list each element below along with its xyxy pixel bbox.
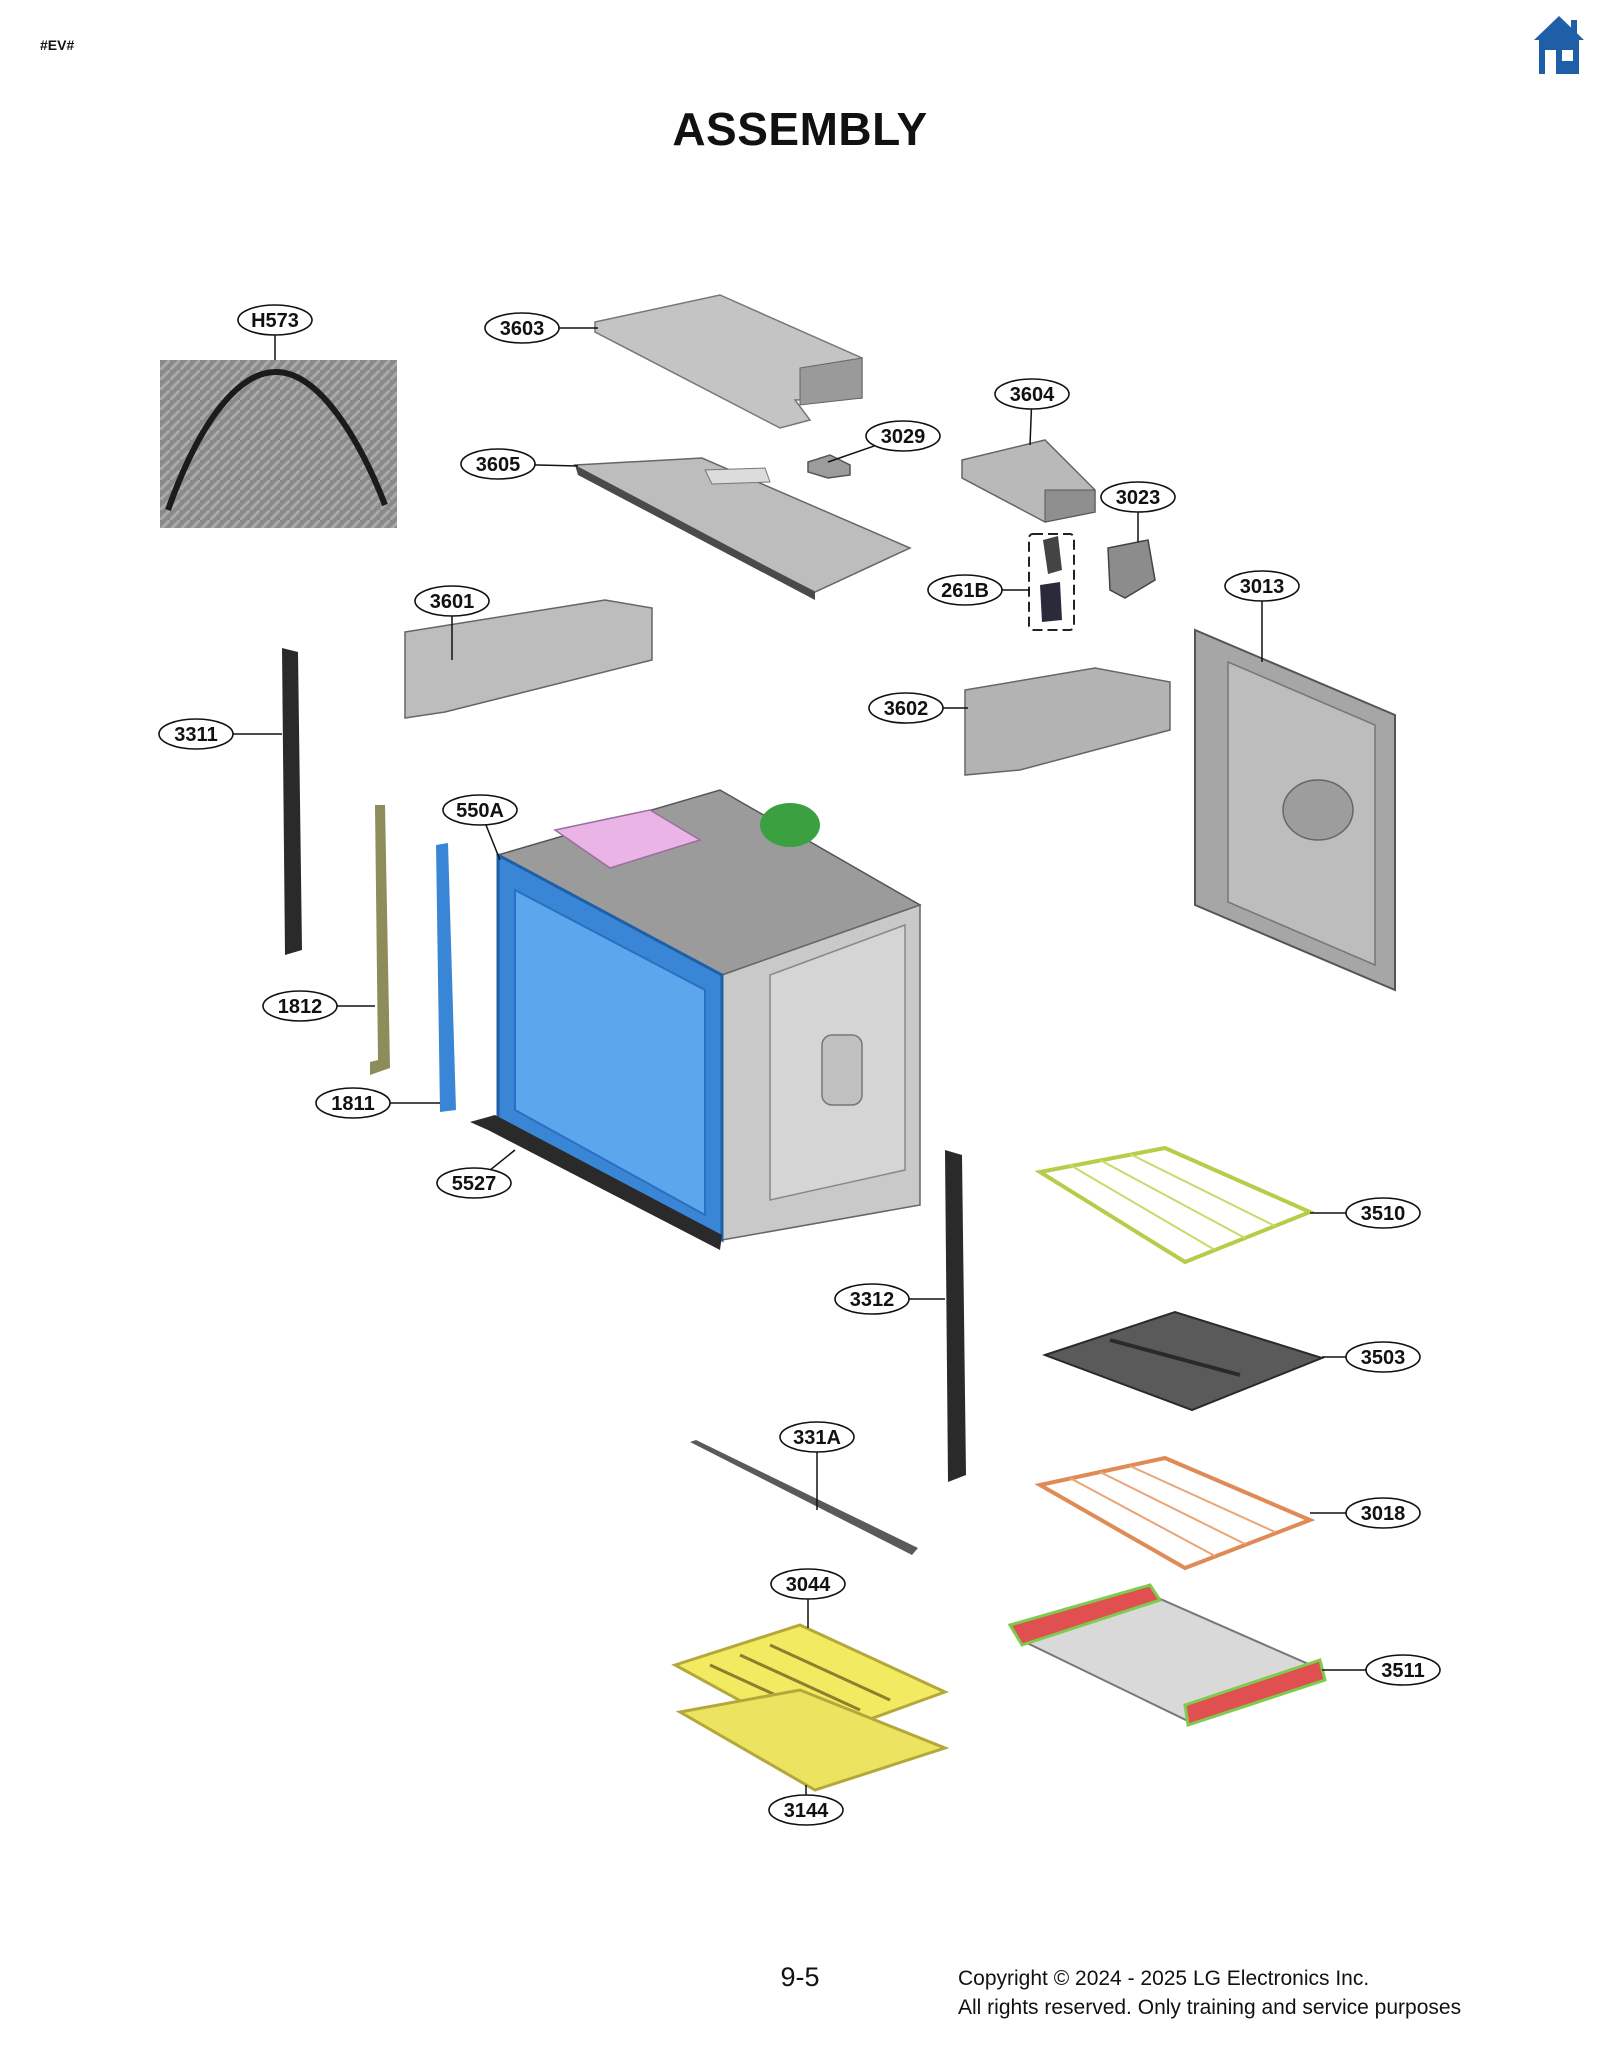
part-3511-slide-rack [1007,1583,1327,1727]
callout-bubble [315,1087,391,1119]
callout-label: 3018 [1361,1503,1406,1525]
callout-label: 3013 [1240,576,1285,598]
callout-label: 3603 [500,318,545,340]
copyright-line-2: All rights reserved. Only training and s… [958,1996,1462,2019]
callout-bubble [770,1568,846,1600]
part-1811-rail [436,843,456,1112]
callout-3603: 3603 [484,312,598,344]
callout-3018: 3018 [1310,1497,1421,1529]
callout-label: 3023 [1116,487,1161,509]
callout-label: 3601 [430,591,475,613]
callout-bubble [865,420,941,452]
callout-bubble [158,718,234,750]
callout-3602: 3602 [868,692,968,724]
callout-3023: 3023 [1100,481,1176,542]
callout-bubble [1224,570,1300,602]
part-3604-box [961,439,1096,523]
callout-3510: 3510 [1310,1197,1421,1229]
callout-bubble [779,1421,855,1453]
callout-3503: 3503 [1322,1341,1421,1373]
callout-label: 3312 [850,1289,895,1311]
home-icon[interactable] [1533,14,1585,76]
callout-bubble [1100,481,1176,513]
part-3503-tray [1041,1310,1325,1412]
callout-bubble [414,585,490,617]
callout-bubble [237,304,313,336]
callout-bubble [1365,1654,1441,1686]
callouts-layer: H573 3603 3604 3029 3605 3023 261B 3013 3601 3602… [158,304,1441,1826]
part-3603-top-cover [594,294,863,429]
document-code: #EV# [40,37,75,53]
callout-label: 5527 [452,1173,497,1195]
callout-3604: 3604 [994,378,1070,446]
page-number: 9-5 [780,1962,820,1992]
callout-label: 1811 [331,1093,374,1115]
callout-label: 3511 [1381,1660,1424,1682]
callout-label: 3029 [881,426,926,448]
callout-331a: 331A [779,1421,855,1510]
callout-bubble [1345,1497,1421,1529]
callout-h573: H573 [237,304,313,360]
callout-label: 3510 [1361,1203,1406,1225]
part-3602-panel [964,667,1171,776]
callout-label: 3311 [174,724,217,746]
callout-bubble [442,794,518,826]
part-550a-oven-cavity [470,789,922,1250]
callout-bubble [994,378,1070,410]
callout-label: 3503 [1361,1347,1406,1369]
part-3018-rack [1034,1455,1316,1571]
part-3510-rack [1034,1145,1316,1265]
callout-bubble [834,1283,910,1315]
copyright-line-1: Copyright © 2024 - 2025 LG Electronics I… [958,1967,1370,1990]
callout-label: 3604 [1010,384,1055,406]
callout-3044: 3044 [770,1568,846,1628]
callout-label: 261B [941,580,989,602]
callout-label: 3044 [786,1574,831,1596]
callout-label: 3144 [784,1800,829,1822]
callout-label: 1812 [278,996,323,1018]
callout-bubble [1345,1341,1421,1373]
callout-label: 3605 [476,454,521,476]
callout-5527: 5527 [436,1149,516,1199]
part-h573-harness [160,360,397,528]
callout-1812: 1812 [262,990,375,1022]
part-3601-panel [404,599,653,719]
callout-3013: 3013 [1224,570,1300,662]
callout-bubble [436,1167,512,1199]
part-1812-rail [370,805,390,1075]
callout-bubble [1345,1197,1421,1229]
part-3013-back-panel [1194,628,1396,992]
part-3029-bracket [807,454,851,479]
part-261b-clips [1028,533,1075,631]
callout-261b: 261B [927,574,1029,606]
page-title: ASSEMBLY [672,103,928,155]
callout-3601: 3601 [414,585,490,660]
callout-3144: 3144 [768,1785,844,1826]
part-3311-rail [282,648,302,955]
callout-1811: 1811 [315,1087,440,1119]
callout-bubble [484,312,560,344]
callout-bubble [927,574,1003,606]
callout-bubble [868,692,944,724]
callout-bubble [768,1794,844,1826]
copyright-notice: Copyright © 2024 - 2025 LG Electronics I… [958,1964,1461,2022]
callout-bubble [460,448,536,480]
callout-3311: 3311 [158,718,282,750]
callout-bubble [262,990,338,1022]
part-3605-panel [573,457,912,600]
callout-3029: 3029 [827,420,941,463]
callout-label: 3602 [884,698,929,720]
part-3023-block [1107,539,1156,599]
callout-3605: 3605 [460,448,579,480]
part-3144-drip-pan [675,1688,950,1792]
callout-label: 331A [793,1427,841,1449]
callout-3511: 3511 [1322,1654,1441,1686]
callout-3312: 3312 [834,1283,945,1315]
callout-label: H573 [251,310,299,332]
callout-label: 550A [456,800,504,822]
part-331a-bar [690,1440,918,1555]
callout-550a: 550A [442,794,518,861]
part-3312-rail [945,1150,966,1482]
